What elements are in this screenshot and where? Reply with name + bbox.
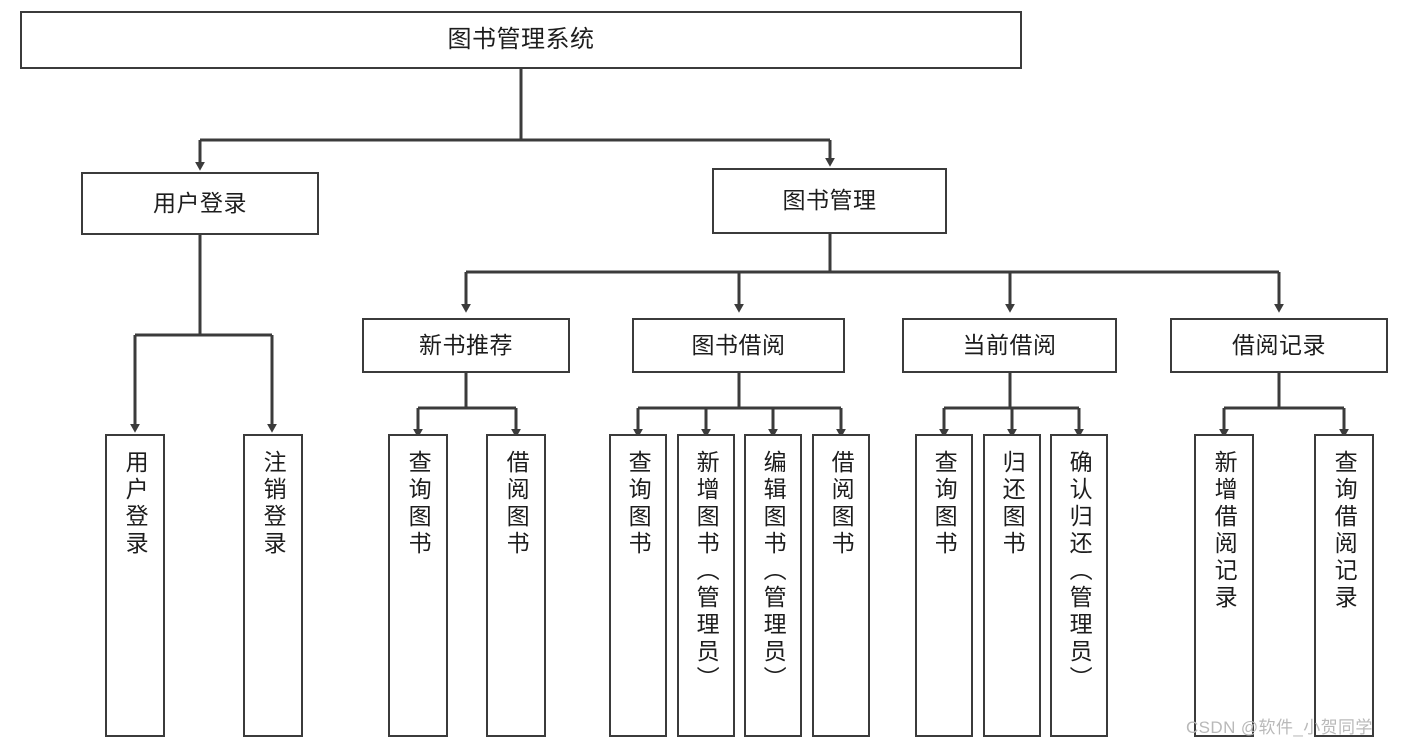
leaf-record-query-record[interactable]: 查询借阅记录 [1314, 434, 1374, 737]
node-label: 新增借阅记录 [1211, 450, 1238, 612]
node-book-management[interactable]: 图书管理 [712, 168, 947, 234]
leaf-borrow-query-book[interactable]: 查询图书 [609, 434, 667, 737]
leaf-user-login-signout[interactable]: 注销登录 [243, 434, 303, 737]
node-new-book-recommend[interactable]: 新书推荐 [362, 318, 570, 373]
node-label: 借阅图书 [503, 450, 530, 558]
leaf-current-return-book[interactable]: 归还图书 [983, 434, 1041, 737]
node-label: 注销登录 [260, 450, 287, 558]
csdn-watermark: CSDN @软件_小贺同学 [1186, 718, 1373, 737]
node-label: 编辑图书（管理员） [760, 450, 787, 693]
node-label: 确认归还（管理员） [1066, 450, 1093, 693]
node-label: 归还图书 [999, 450, 1026, 558]
node-label: 查询借阅记录 [1331, 450, 1358, 612]
node-label: 新增图书（管理员） [693, 450, 720, 693]
leaf-current-confirm-return-admin[interactable]: 确认归还（管理员） [1050, 434, 1108, 737]
node-root-system[interactable]: 图书管理系统 [20, 11, 1022, 69]
leaf-recommend-borrow-book[interactable]: 借阅图书 [486, 434, 546, 737]
node-label: 借阅记录 [1232, 331, 1326, 358]
leaf-borrow-edit-book-admin[interactable]: 编辑图书（管理员） [744, 434, 802, 737]
leaf-borrow-add-book-admin[interactable]: 新增图书（管理员） [677, 434, 735, 737]
leaf-borrow-borrow-book[interactable]: 借阅图书 [812, 434, 870, 737]
node-book-borrow[interactable]: 图书借阅 [632, 318, 845, 373]
node-label: 用户登录 [153, 189, 247, 216]
node-label: 借阅图书 [828, 450, 855, 558]
node-user-login[interactable]: 用户登录 [81, 172, 319, 235]
node-label: 查询图书 [405, 450, 432, 558]
node-label: 用户登录 [122, 450, 149, 558]
node-label: 图书管理系统 [447, 25, 595, 53]
node-borrow-record[interactable]: 借阅记录 [1170, 318, 1388, 373]
node-label: 新书推荐 [419, 331, 513, 358]
leaf-recommend-query-book[interactable]: 查询图书 [388, 434, 448, 737]
node-label: 图书借阅 [691, 331, 786, 358]
node-label: 当前借阅 [962, 331, 1057, 358]
node-label: 查询图书 [931, 450, 958, 558]
node-current-borrow[interactable]: 当前借阅 [902, 318, 1117, 373]
leaf-current-query-book[interactable]: 查询图书 [915, 434, 973, 737]
node-label: 图书管理 [782, 187, 877, 214]
leaf-record-add-record[interactable]: 新增借阅记录 [1194, 434, 1254, 737]
node-label: 查询图书 [625, 450, 652, 558]
leaf-user-login-signin[interactable]: 用户登录 [105, 434, 165, 737]
